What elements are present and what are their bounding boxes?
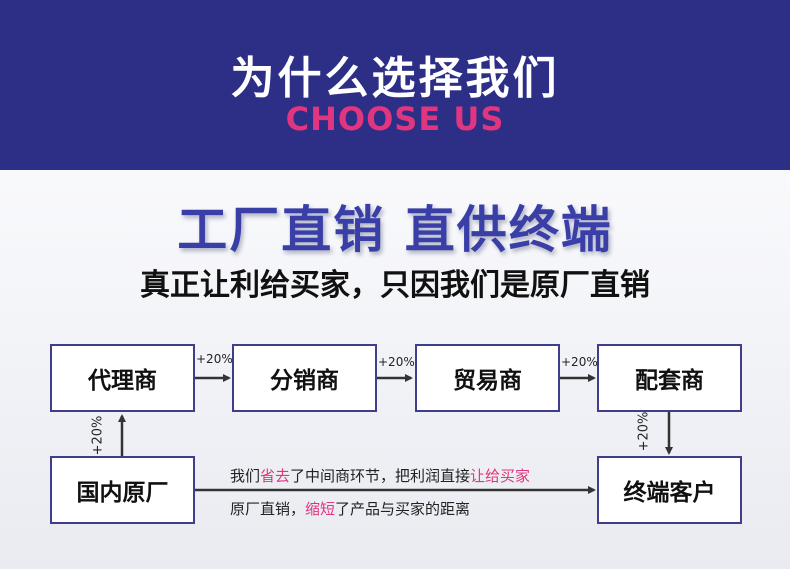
- node-supplier: 配套商: [597, 344, 742, 412]
- note-1-c: 了中间商环节，把利润直接: [290, 467, 471, 485]
- node-agent: 代理商: [50, 344, 195, 412]
- note-1-a: 我们: [230, 467, 261, 485]
- note-1-d: 让给买家: [470, 467, 531, 485]
- markup-supplier-end: +20%: [636, 411, 652, 452]
- headline: 工厂直销 直供终端: [177, 201, 613, 259]
- node-trader: 贸易商: [415, 344, 560, 412]
- markup-agent-distributor: +20%: [196, 352, 233, 366]
- markup-distributor-trader: +20%: [378, 355, 415, 369]
- note-1-b: 省去: [260, 467, 291, 485]
- note-2-c: 了产品与买家的距离: [335, 500, 471, 518]
- header-banner: 为什么选择我们 CHOOSE US: [0, 0, 790, 170]
- markup-trader-supplier: +20%: [561, 355, 598, 369]
- subline: 真正让利给买家，只因我们是原厂直销: [140, 268, 650, 303]
- note-line-1: 我们省去了中间商环节，把利润直接让给买家: [230, 465, 530, 486]
- header-subtitle: CHOOSE US: [285, 100, 505, 138]
- node-factory: 国内原厂: [50, 456, 195, 524]
- note-line-2: 原厂直销，缩短了产品与买家的距离: [230, 498, 470, 519]
- markup-factory-agent: +20%: [90, 415, 106, 456]
- header-title: 为什么选择我们: [230, 53, 560, 104]
- node-end-customer: 终端客户: [597, 456, 742, 524]
- node-distributor: 分销商: [232, 344, 377, 412]
- note-2-a: 原厂直销，: [230, 500, 306, 518]
- note-2-b: 缩短: [305, 500, 336, 518]
